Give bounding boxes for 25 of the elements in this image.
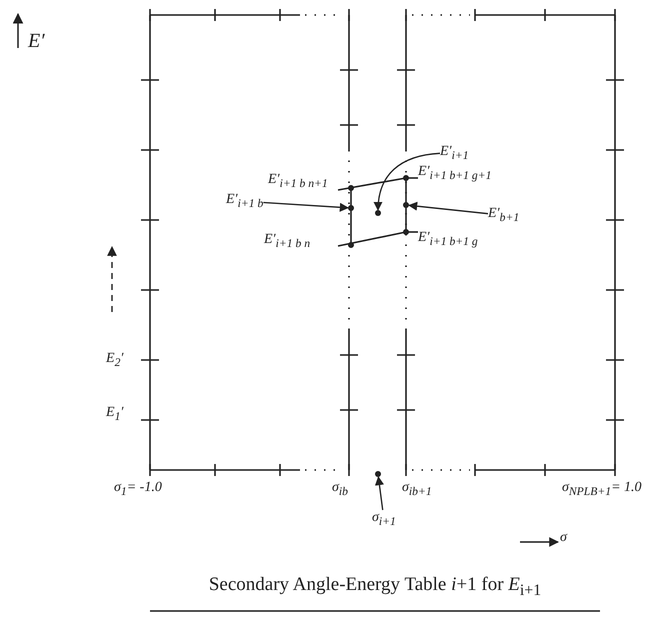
caption: Secondary Angle-Energy Table i+1 for E$_{i+1}$ [208, 574, 542, 600]
corner-label: E′$_{i+1 b n}$ [264, 232, 310, 251]
symbol-label: σ$_{i+1}$ [372, 510, 396, 529]
tick-label: σ$_{ib}$ [332, 480, 348, 499]
tick-label: σ$_{1}$= -1.0 [114, 480, 162, 499]
symbol-label: E′$_{b+1}$ [488, 206, 520, 225]
tick-label: E$_{1}$′ [106, 405, 124, 424]
symbol-label: E′$_{i+1}$ [440, 144, 469, 163]
leader-arrow [374, 152, 440, 211]
data-point [348, 205, 354, 211]
leader-arrow [374, 476, 384, 510]
data-point [403, 202, 409, 208]
leader-arrow [263, 202, 349, 212]
tick-label: σ$_{ib+1}$ [402, 480, 432, 499]
tick-label: E$_{2}$′ [106, 351, 124, 370]
leader-arrow [408, 202, 488, 214]
data-point [375, 471, 381, 477]
corner-label: E′$_{i+1 b+1 g+1}$ [418, 164, 492, 183]
tick-label: σ$_{NPLB+1}$= 1.0 [562, 480, 642, 499]
axis-label: σ [560, 530, 567, 546]
corner-label: E′$_{i+1 b+1 g}$ [418, 230, 478, 249]
corner-label: E′$_{i+1 b n+1}$ [268, 172, 328, 191]
axis-label: E′ [28, 30, 45, 52]
symbol-label: E′$_{i+1 b}$ [226, 192, 264, 211]
data-point [375, 210, 381, 216]
